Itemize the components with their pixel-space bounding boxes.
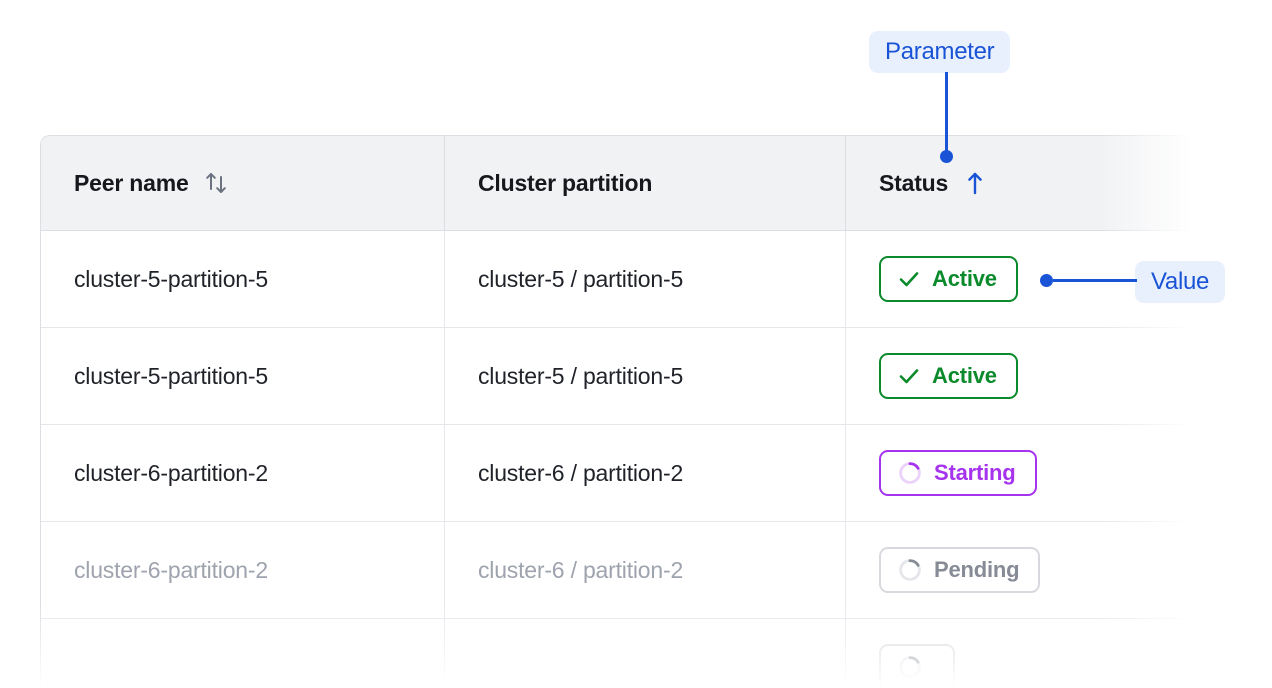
table-row[interactable] bbox=[41, 619, 1189, 688]
cell-cluster-partition: cluster-5 / partition-5 bbox=[445, 328, 846, 424]
table-row[interactable]: cluster-6-partition-2 cluster-6 / partit… bbox=[41, 522, 1189, 619]
cell-peer-name: cluster-5-partition-5 bbox=[41, 231, 445, 327]
cell-status bbox=[846, 619, 1189, 688]
cell-peer-name: cluster-5-partition-5 bbox=[41, 328, 445, 424]
annotation-value-label: Value bbox=[1135, 261, 1226, 303]
status-label: Starting bbox=[934, 460, 1016, 485]
annotation-parameter-dot bbox=[940, 150, 953, 163]
column-header-label: Status bbox=[879, 169, 949, 196]
cell-cluster-partition bbox=[445, 619, 846, 688]
table-row[interactable]: cluster-5-partition-5 cluster-5 / partit… bbox=[41, 231, 1189, 328]
check-icon bbox=[897, 364, 921, 388]
status-label: Active bbox=[932, 266, 997, 291]
cell-status: Active bbox=[846, 328, 1189, 424]
check-icon bbox=[897, 267, 921, 291]
column-header-peer-name[interactable]: Peer name bbox=[41, 136, 445, 230]
cell-peer-name bbox=[41, 619, 445, 688]
cell-cluster-partition: cluster-5 / partition-5 bbox=[445, 231, 846, 327]
status-badge: Pending bbox=[879, 547, 1041, 593]
arrow-up-icon[interactable] bbox=[962, 169, 988, 197]
annotation-parameter-label: Parameter bbox=[869, 31, 1011, 73]
cell-status: Starting bbox=[846, 425, 1189, 521]
annotation-value-dot bbox=[1040, 274, 1053, 287]
cell-status: Pending bbox=[846, 522, 1189, 618]
sort-both-icon[interactable] bbox=[203, 169, 229, 197]
status-badge: Starting bbox=[879, 450, 1037, 496]
table-header-row: Peer name Cluster partition Status bbox=[41, 136, 1189, 231]
cell-peer-name: cluster-6-partition-2 bbox=[41, 425, 445, 521]
cell-cluster-partition: cluster-6 / partition-2 bbox=[445, 522, 846, 618]
column-header-status[interactable]: Status bbox=[846, 136, 1189, 230]
annotation-value-connector bbox=[1053, 279, 1137, 282]
status-badge: Active bbox=[879, 353, 1018, 399]
status-badge: Active bbox=[879, 256, 1018, 302]
peers-table: Peer name Cluster partition Status bbox=[40, 135, 1190, 688]
table-row[interactable]: cluster-6-partition-2 cluster-6 / partit… bbox=[41, 425, 1189, 522]
column-header-label: Cluster partition bbox=[478, 169, 653, 196]
annotation-parameter-connector bbox=[945, 72, 948, 158]
table-row[interactable]: cluster-5-partition-5 cluster-5 / partit… bbox=[41, 328, 1189, 425]
column-header-label: Peer name bbox=[74, 169, 189, 196]
spinner-icon bbox=[897, 460, 923, 486]
status-badge bbox=[879, 644, 955, 688]
cell-peer-name: cluster-6-partition-2 bbox=[41, 522, 445, 618]
spinner-icon bbox=[897, 654, 923, 680]
status-label: Active bbox=[932, 363, 997, 388]
column-header-cluster-partition[interactable]: Cluster partition bbox=[445, 136, 846, 230]
cell-cluster-partition: cluster-6 / partition-2 bbox=[445, 425, 846, 521]
cell-status: Active bbox=[846, 231, 1189, 327]
spinner-icon bbox=[897, 557, 923, 583]
status-label: Pending bbox=[934, 557, 1020, 582]
peers-table-container: Peer name Cluster partition Status bbox=[40, 135, 1192, 688]
